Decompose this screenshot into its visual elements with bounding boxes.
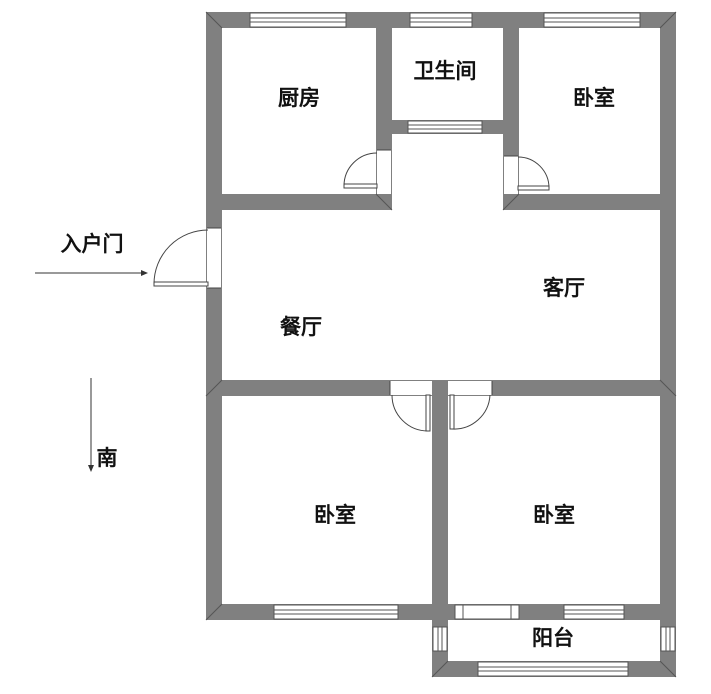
bedroom-southeast-label: 卧室	[533, 503, 575, 527]
living-room-label: 客厅	[543, 276, 585, 300]
bedroom-north-south-wall	[503, 194, 660, 210]
balcony-door-window	[454, 604, 520, 620]
east-wall	[660, 12, 676, 620]
balcony-south-window	[477, 661, 629, 677]
dining-room-label: 餐厅	[280, 315, 322, 339]
bedroom-southwest-door	[389, 381, 432, 432]
bedroom-southeast-door	[448, 381, 493, 430]
kitchen-south-wall	[222, 194, 390, 210]
bedroom-north-label: 卧室	[573, 86, 615, 110]
walls	[206, 12, 676, 677]
bedroom-southwest-window	[273, 604, 399, 620]
kitchen-label: 厨房	[278, 86, 320, 110]
bathroom-label: 卫生间	[414, 59, 477, 83]
doors	[153, 149, 550, 432]
balcony-label: 阳台	[532, 626, 574, 650]
windows	[249, 12, 676, 677]
entrance-arrow	[35, 270, 148, 276]
entrance-door	[153, 227, 221, 289]
kitchen-window	[249, 12, 347, 28]
bathroom-window	[409, 12, 473, 28]
balcony-west-window	[432, 626, 448, 652]
balcony-east-window	[660, 626, 676, 652]
south-arrow	[88, 378, 94, 472]
bedroom-north-window	[543, 12, 641, 28]
bathroom-inner-window	[407, 120, 483, 134]
bedroom-north-door	[504, 155, 550, 194]
entrance-label: 入户门	[61, 232, 124, 256]
south-label: 南	[97, 446, 118, 470]
wall-corner-lines	[205, 11, 677, 678]
bedrooms-divider-wall	[432, 380, 448, 620]
bedroom-southeast-window	[563, 604, 625, 620]
west-wall	[206, 12, 222, 620]
bedroom-southwest-label: 卧室	[314, 503, 356, 527]
kitchen-door	[343, 149, 391, 194]
